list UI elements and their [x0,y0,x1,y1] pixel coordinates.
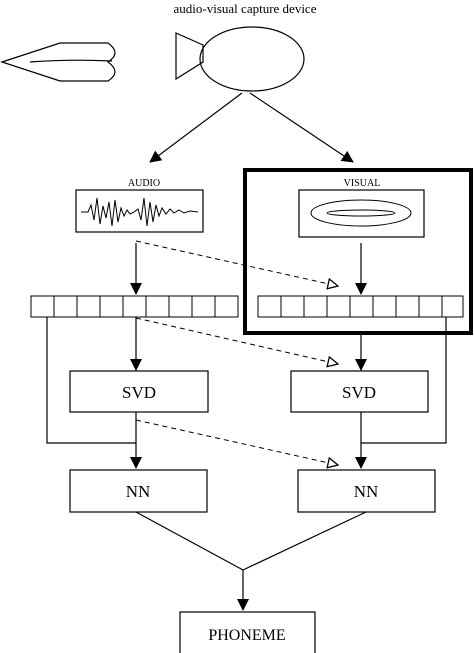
left-nn-label: NN [126,482,151,501]
audio-label: AUDIO [128,178,160,189]
phoneme-label: PHONEME [208,627,285,644]
arrow-to-visual [249,92,354,163]
right-nn-to-junction [242,511,367,571]
phoneme-box [179,611,316,653]
visual-feature-vector [257,295,464,318]
diagram-title: audio-visual capture device [174,1,317,16]
left-nn-to-junction [135,511,244,571]
waveform-icon [81,197,199,227]
dashed-arrow-audio-vector-to-visual-svd [135,317,338,364]
left-nn-box [69,469,208,513]
arrow-to-audio [149,92,243,163]
right-svd-label: SVD [342,383,376,402]
lip-icon [310,199,412,227]
left-svd-box [69,370,209,413]
right-nn-label: NN [354,482,379,501]
left-svd-label: SVD [122,383,156,402]
audio-waveform-box [75,189,204,233]
right-nn-box [297,469,436,513]
right-svd-box [290,370,429,413]
dashed-arrow-left-svd-to-right-nn [135,419,338,465]
microphone-icon [0,42,116,82]
dashed-arrow-audio-to-visual-vector [135,240,338,286]
audio-bypass-line [46,317,136,444]
audio-feature-vector [30,295,239,318]
visual-bypass-line [361,317,447,444]
visual-label: VISUAL [344,178,381,189]
visual-highlight-frame [243,168,473,335]
camera-icon [175,26,305,92]
